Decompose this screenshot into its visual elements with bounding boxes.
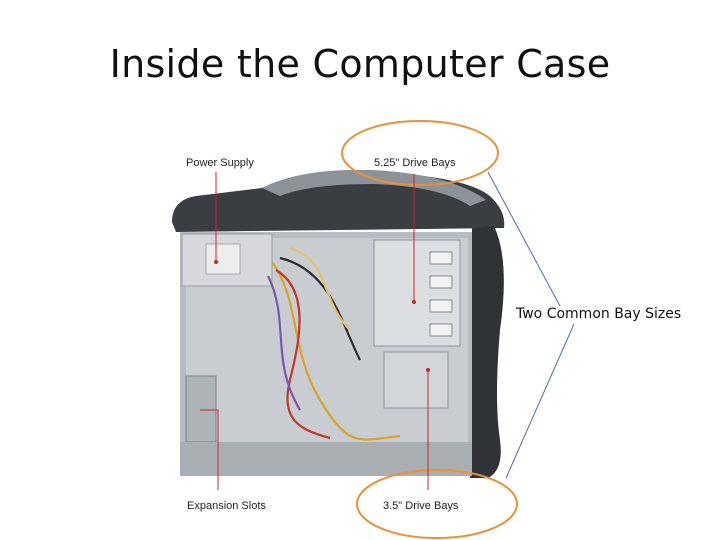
case-top-handle — [262, 169, 486, 206]
ellipse-35-bays — [356, 469, 518, 539]
label-525-drive-bays: 5.25" Drive Bays — [374, 157, 456, 169]
connector-top — [487, 171, 561, 307]
label-expansion-slots: Expansion Slots — [187, 500, 266, 512]
leader-expansion-slots — [200, 409, 219, 490]
connector-bottom — [505, 323, 575, 479]
ellipse-525-bays — [341, 120, 499, 186]
case-side-panel — [470, 226, 504, 478]
label-power-supply: Power Supply — [186, 157, 254, 169]
expansion-slot-area — [185, 375, 217, 443]
label-35-drive-bays: 3.5" Drive Bays — [383, 500, 459, 512]
slide-title: Inside the Computer Case — [109, 42, 611, 86]
drive-cage-35 — [383, 351, 449, 409]
callout-text: Two Common Bay Sizes — [516, 306, 682, 322]
